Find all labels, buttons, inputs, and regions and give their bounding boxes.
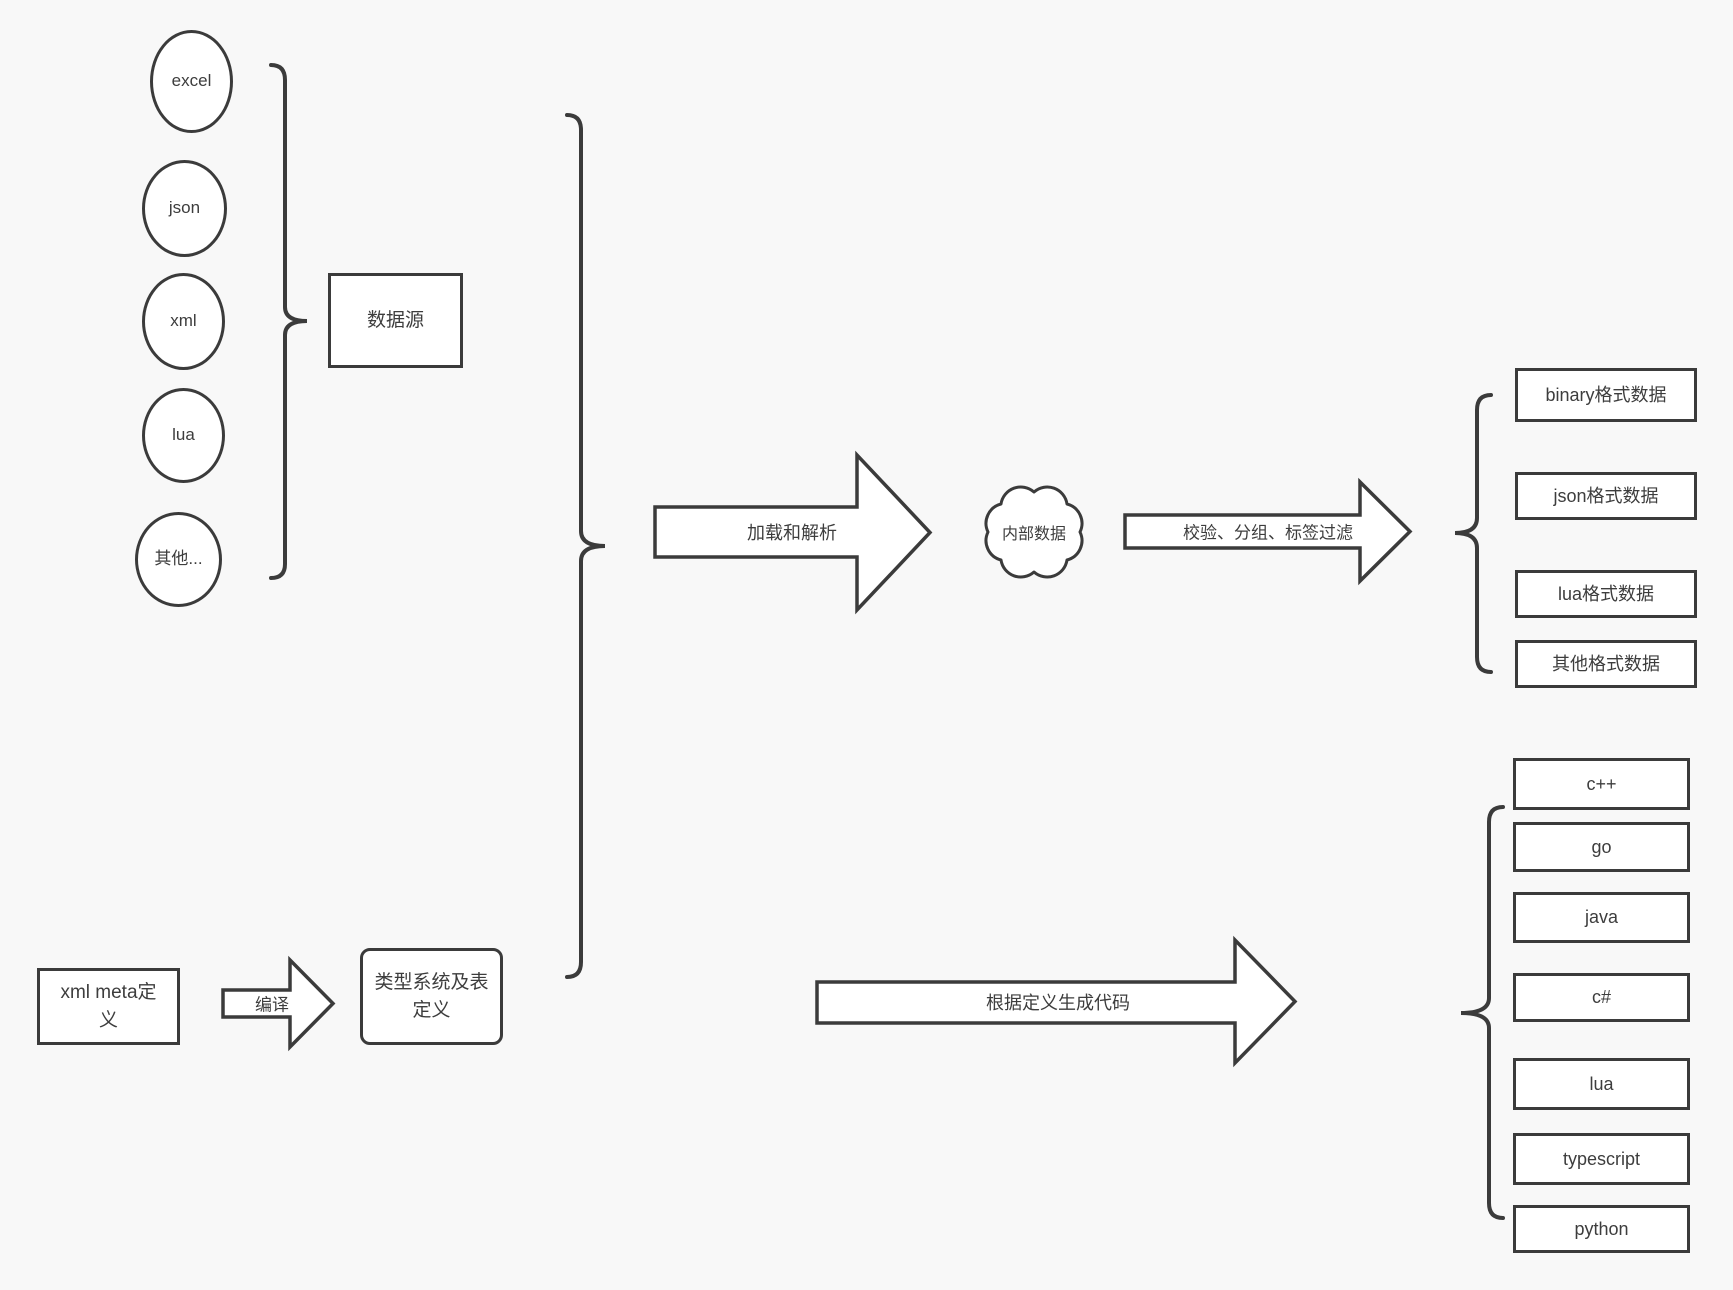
internal-data-label: 内部数据 xyxy=(1001,526,1067,543)
compile-arrow-icon xyxy=(221,955,336,1052)
type-system-box: 类型系统及表定义 xyxy=(360,948,503,1045)
generate-arrow-label: 根据定义生成代码 xyxy=(986,993,1130,1013)
format-box-binary: binary格式数据 xyxy=(1515,368,1697,422)
internal-data-cloud-icon xyxy=(984,485,1084,579)
main-brace-icon xyxy=(565,113,606,979)
language-box-go: go xyxy=(1513,822,1690,872)
language-box-lua: lua xyxy=(1513,1058,1690,1110)
source-node-xml: xml xyxy=(142,273,225,370)
source-node-lua: lua xyxy=(142,388,225,483)
source-node-excel: excel xyxy=(150,30,233,133)
load-parse-arrow-label: 加载和解析 xyxy=(747,523,837,543)
formats-brace-icon xyxy=(1454,393,1493,674)
generate-arrow-icon xyxy=(815,935,1298,1068)
format-box-other: 其他格式数据 xyxy=(1515,640,1697,688)
format-box-json: json格式数据 xyxy=(1515,472,1697,520)
xml-meta-box: xml meta定义 xyxy=(37,968,180,1045)
language-box-typescript: typescript xyxy=(1513,1133,1690,1185)
sources-brace-icon xyxy=(269,63,308,580)
filter-arrow-icon xyxy=(1123,477,1413,586)
language-box-java: java xyxy=(1513,892,1690,943)
language-box-cpp: c++ xyxy=(1513,758,1690,810)
format-box-lua: lua格式数据 xyxy=(1515,570,1697,618)
source-node-json: json xyxy=(142,160,227,257)
filter-arrow-label: 校验、分组、标签过滤 xyxy=(1183,523,1353,543)
language-box-python: python xyxy=(1513,1205,1690,1253)
languages-brace-icon xyxy=(1460,805,1505,1220)
data-source-box: 数据源 xyxy=(328,273,463,368)
language-box-csharp: c# xyxy=(1513,973,1690,1022)
load-parse-arrow-icon xyxy=(653,450,933,615)
compile-arrow-label: 编译 xyxy=(255,995,289,1015)
source-node-other: 其他... xyxy=(135,512,222,607)
